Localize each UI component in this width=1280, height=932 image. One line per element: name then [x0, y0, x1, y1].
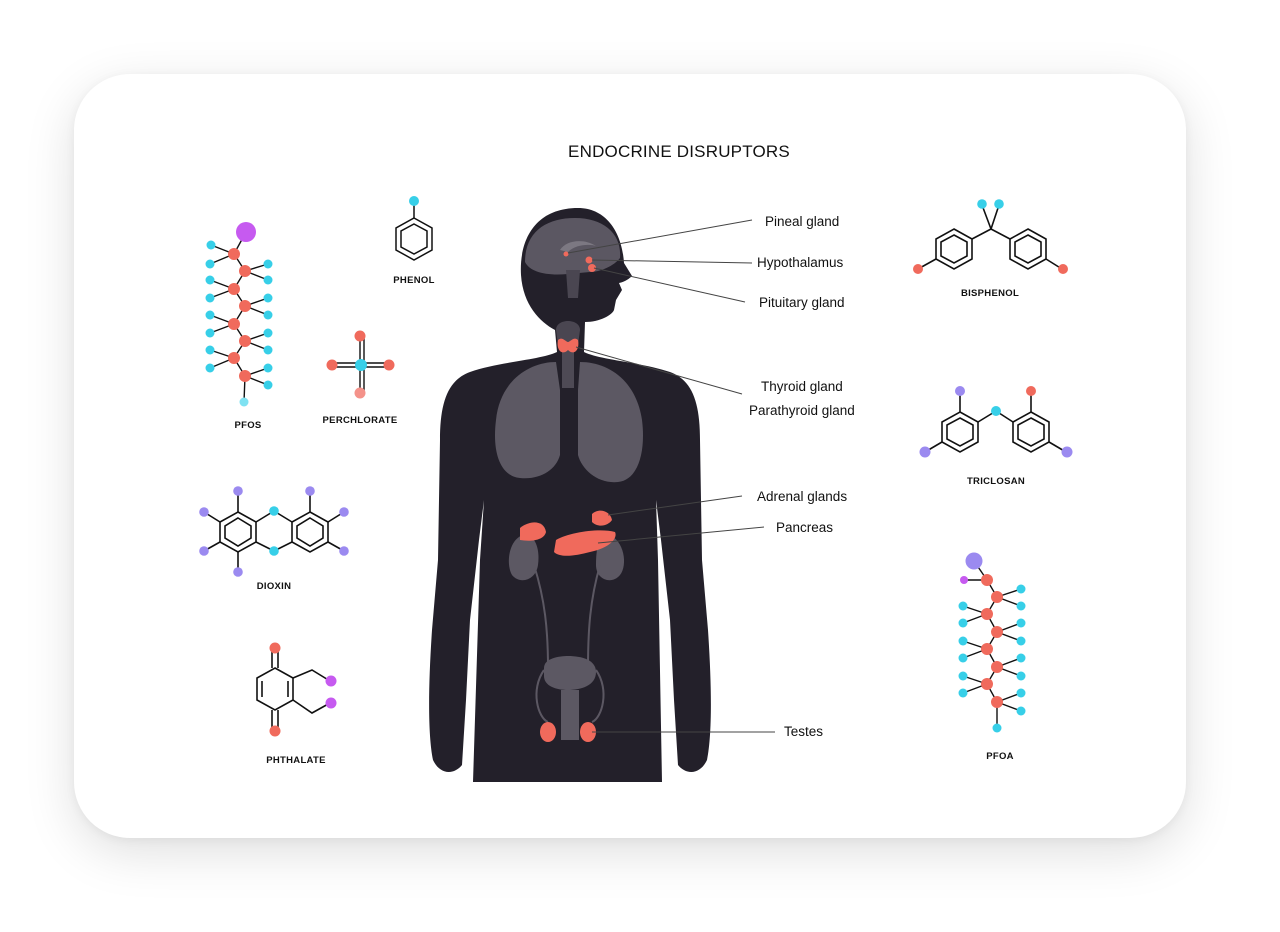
label-dioxin: DIOXIN: [257, 581, 292, 592]
label-pfoa: PFOA: [986, 751, 1014, 762]
pancreas-marker: [554, 530, 616, 556]
label-perchlorate: PERCHLORATE: [323, 415, 398, 426]
hypothalamus-marker: [585, 256, 593, 264]
pfoa-molecule: PFOA: [958, 552, 1026, 762]
diagram-title: ENDOCRINE DISRUPTORS: [568, 142, 790, 161]
phthalate-molecule: PHTHALATE: [256, 642, 337, 766]
label-triclosan: TRICLOSAN: [967, 476, 1025, 487]
pfos-molecule: PFOS: [205, 222, 273, 431]
pineal-gland-marker: [563, 251, 569, 257]
leader-lines: [567, 219, 775, 733]
label-phenol: PHENOL: [393, 275, 434, 286]
label-pituitary-gland: Pituitary gland: [759, 295, 845, 310]
label-hypothalamus: Hypothalamus: [757, 255, 844, 270]
testis-right: [580, 722, 596, 742]
label-thyroid-gland: Thyroid gland: [761, 379, 843, 394]
triclosan-molecule: TRICLOSAN: [919, 386, 1073, 487]
testis-left: [540, 722, 556, 742]
label-adrenal-glands: Adrenal glands: [757, 489, 847, 504]
label-pancreas: Pancreas: [776, 520, 833, 535]
thyroid-gland-marker: [557, 338, 579, 353]
label-testes: Testes: [784, 724, 823, 739]
gland-labels: Pineal gland Hypothalamus Pituitary glan…: [749, 214, 855, 739]
adrenal-gland-right: [592, 510, 612, 526]
label-pineal-gland: Pineal gland: [765, 214, 839, 229]
bisphenol-molecule: BISPHENOL: [913, 199, 1068, 299]
human-body-figure: [429, 208, 711, 782]
dioxin-molecule: DIOXIN: [199, 486, 349, 592]
adrenal-gland-left: [520, 522, 546, 541]
label-bisphenol: BISPHENOL: [961, 288, 1019, 299]
label-parathyroid-gland: Parathyroid gland: [749, 403, 855, 418]
perchlorate-molecule: PERCHLORATE: [323, 330, 398, 426]
label-phthalate: PHTHALATE: [266, 755, 326, 766]
phenol-molecule: PHENOL: [393, 196, 434, 286]
glands-highlight: [520, 251, 616, 742]
label-pfos: PFOS: [234, 420, 261, 431]
pituitary-gland-marker: [588, 264, 596, 272]
